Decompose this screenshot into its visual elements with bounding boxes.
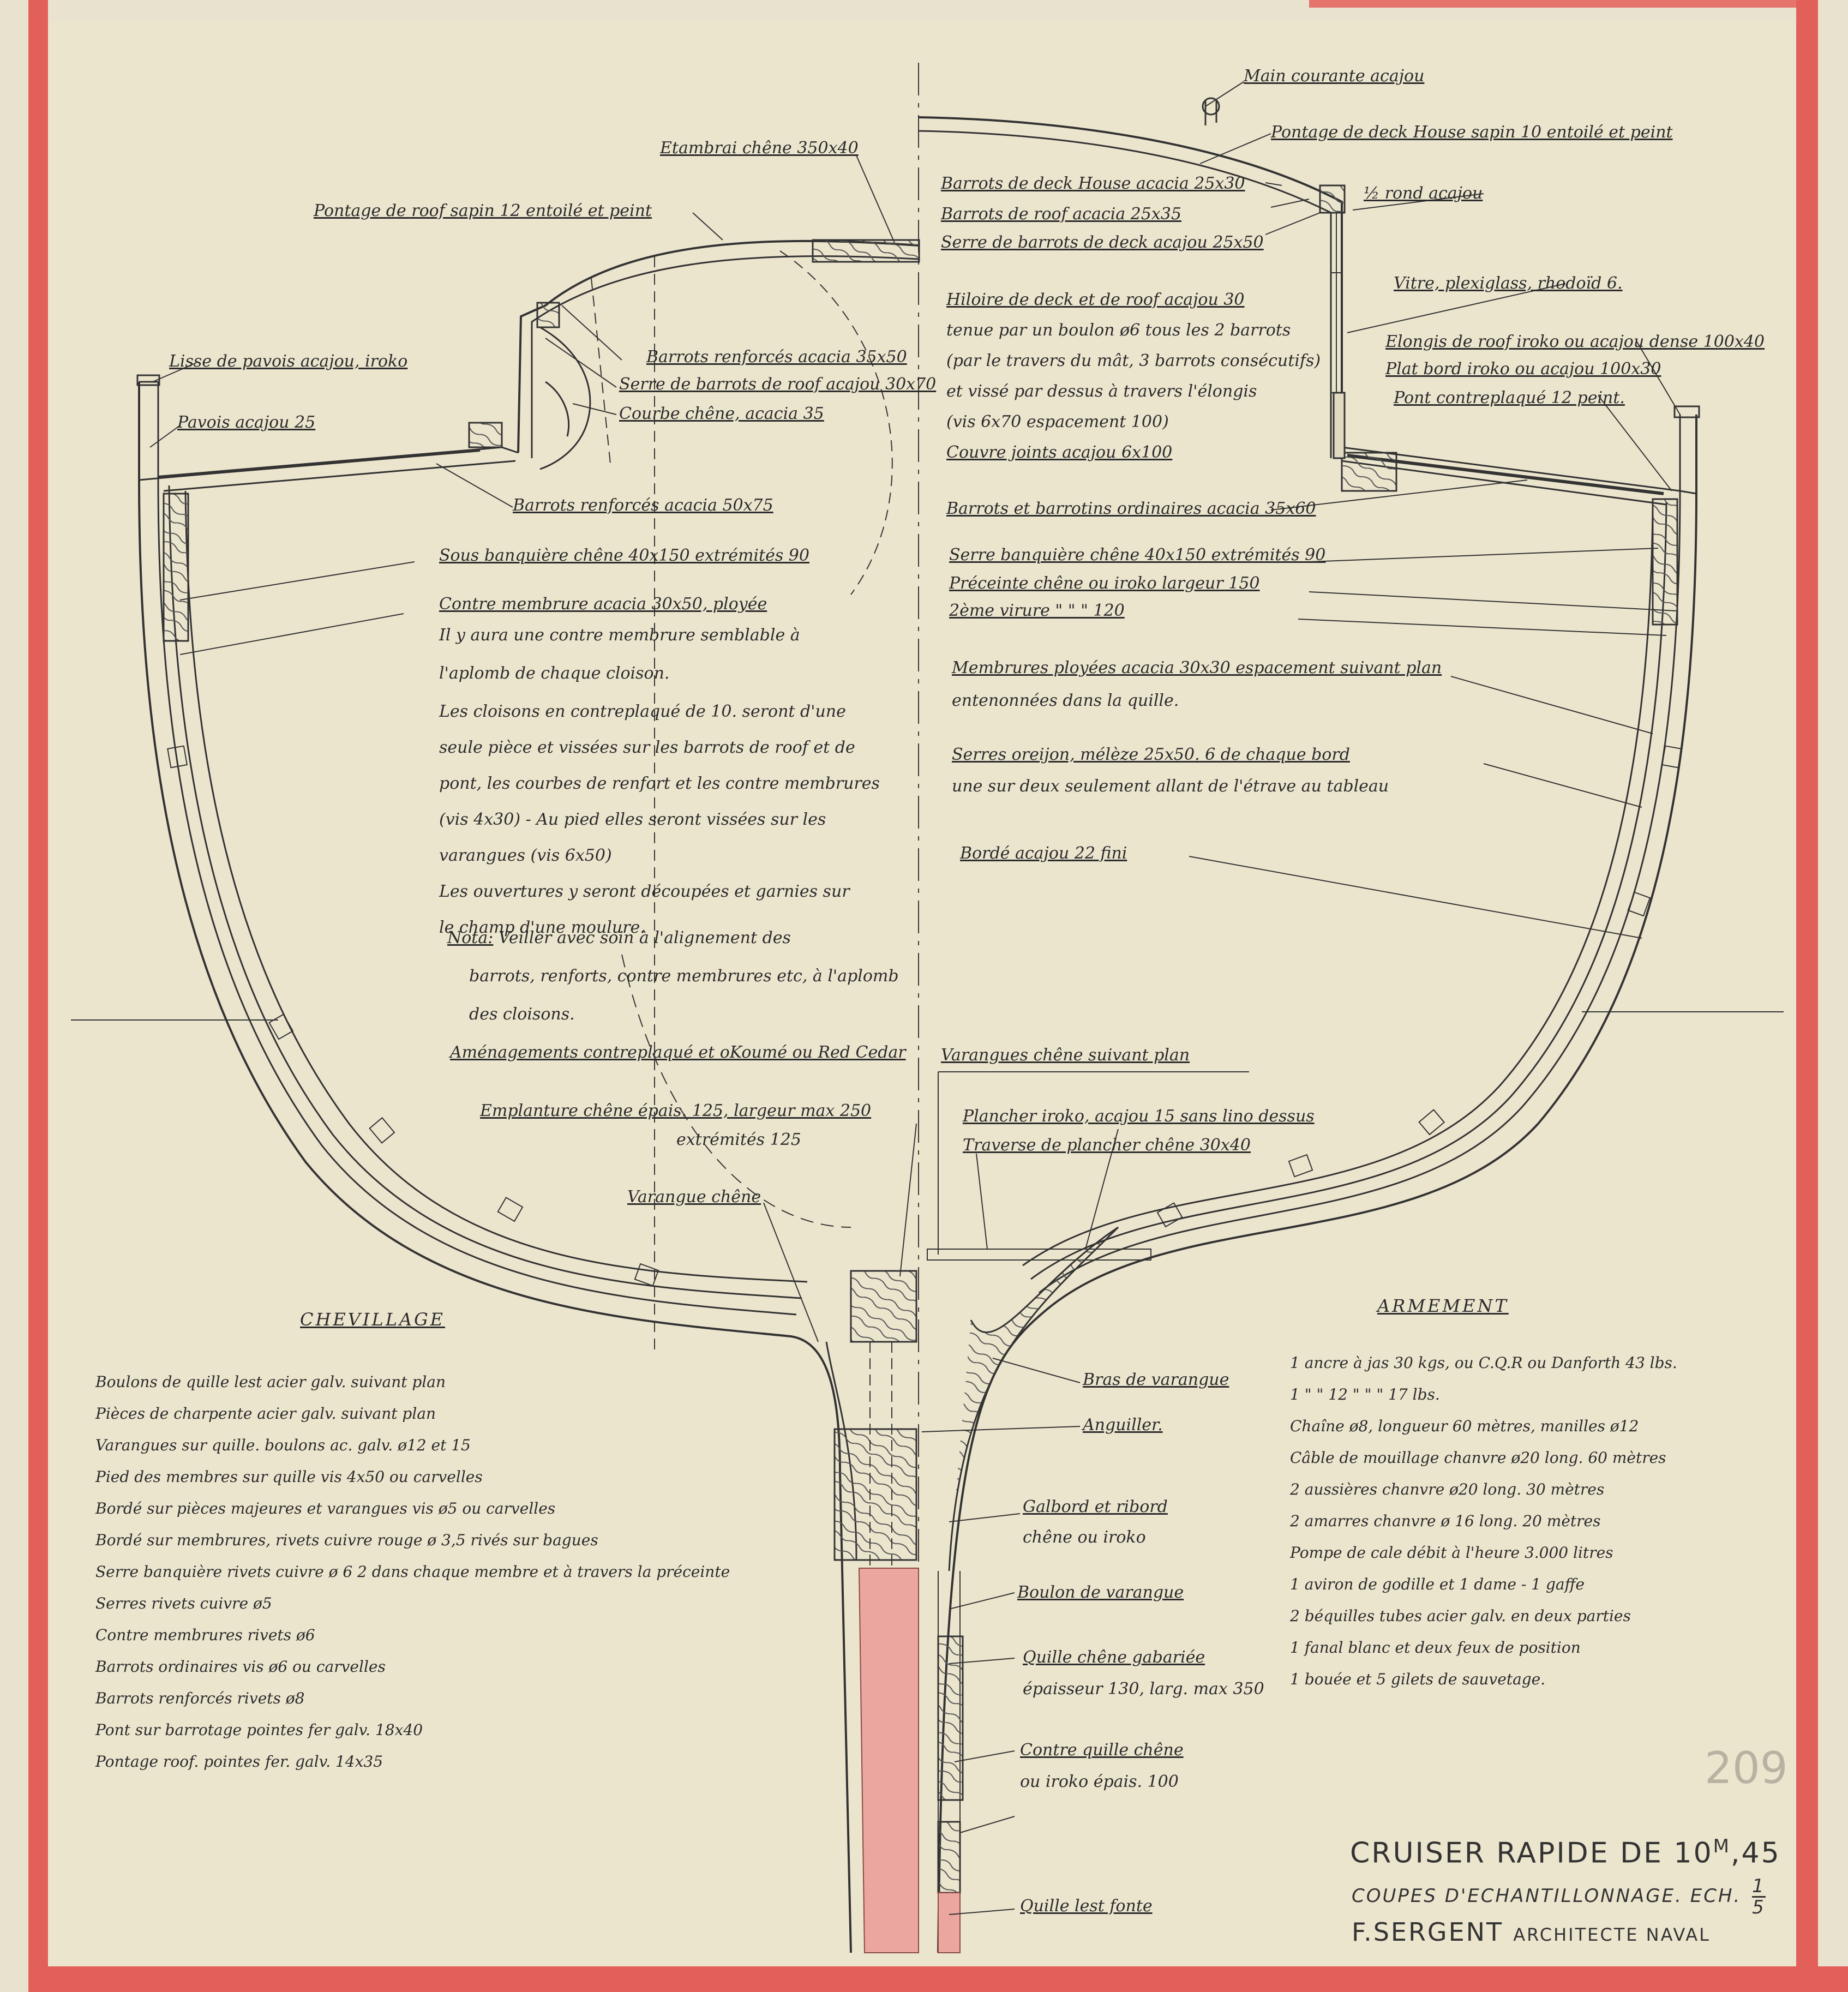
note-membrures: Membrures ployées acacia 30x30 espacemen…: [952, 658, 1442, 710]
label-preceinte: Préceinte chêne ou iroko largeur 150: [949, 574, 1260, 593]
label-barrots-ordinaires: Barrots et barrotins ordinaires acacia 3…: [946, 499, 1316, 518]
label-elongis: Elongis de roof iroko ou acajou dense 10…: [1385, 332, 1765, 351]
list-item: Boulons de quille lest acier galv. suiva…: [95, 1373, 446, 1391]
label-contre-membrure: Contre membrure acacia 30x50, ployée: [439, 595, 767, 614]
label-barrots-renforces-roof: Barrots renforcés acacia 35x50: [646, 347, 907, 367]
list-item: Pontage roof. pointes fer. galv. 14x35: [95, 1753, 383, 1771]
label-lisse-pavois: Lisse de pavois acajou, iroko: [169, 352, 408, 371]
label-serre-banquiere: Serre banquière chêne 40x150 extrémités …: [949, 545, 1326, 565]
list-item: Pompe de cale débit à l'heure 3.000 litr…: [1290, 1544, 1613, 1562]
chevillage-heading: CHEVILLAGE: [300, 1309, 446, 1330]
list-item: 1 aviron de godille et 1 dame - 1 gaffe: [1290, 1575, 1585, 1593]
list-item: Bordé sur pièces majeures et varangues v…: [95, 1499, 556, 1517]
chevillage-list: Boulons de quille lest acier galv. suiva…: [95, 1366, 730, 1778]
pencil-sheet-number: 209: [1705, 1743, 1788, 1793]
list-item: Bordé sur membrures, rivets cuivre rouge…: [95, 1531, 598, 1549]
red-border-left: [28, 0, 48, 1992]
list-item: Serres rivets cuivre ø5: [95, 1594, 272, 1612]
list-item: Varangues sur quille. boulons ac. galv. …: [95, 1436, 471, 1454]
armement-list: 1 ancre à jas 30 kgs, ou C.Q.R ou Danfor…: [1290, 1347, 1677, 1695]
red-border-right: [1796, 0, 1818, 1992]
list-item: Barrots renforcés rivets ø8: [95, 1689, 305, 1707]
label-amenagements: Aménagements contreplaqué et oKoumé ou R…: [450, 1043, 906, 1062]
label-plancher: Plancher iroko, acajou 15 sans lino dess…: [963, 1107, 1315, 1126]
label-traverse: Traverse de plancher chêne 30x40: [963, 1136, 1251, 1155]
ballast-keel-right: [938, 1892, 961, 1953]
list-item: Barrots ordinaires vis ø6 ou carvelles: [95, 1658, 386, 1676]
label-anguiller: Anguiller.: [1083, 1415, 1163, 1435]
nota-block: Nota: Veiller avec soin à l'alignement d…: [447, 928, 899, 1024]
leader-lines: [149, 81, 1681, 1915]
label-sous-banquiere: Sous banquière chêne 40x150 extrémités 9…: [439, 546, 809, 565]
label-varangues: Varangues chêne suivant plan: [941, 1046, 1190, 1065]
ballast-keel-left: [858, 1568, 919, 1953]
list-item: 1 fanal blanc et deux feux de position: [1290, 1639, 1581, 1657]
label-serre-barrots-deck: Serre de barrots de deck acajou 25x50: [941, 233, 1264, 252]
list-item: Chaîne ø8, longueur 60 mètres, manilles …: [1290, 1417, 1639, 1435]
label-barrots-deck-house: Barrots de deck House acacia 25x30: [941, 174, 1245, 193]
nota-title: Nota:: [447, 928, 494, 947]
label-courbe: Courbe chêne, acacia 35: [619, 404, 824, 423]
label-pontage-roof: Pontage de roof sapin 12 entoilé et pein…: [314, 201, 652, 220]
label-pavois: Pavois acajou 25: [177, 413, 316, 432]
label-varangue-chene: Varangue chêne: [627, 1187, 761, 1207]
note-serres: Serres oreijon, mélèze 25x50. 6 de chaqu…: [952, 745, 1389, 796]
list-item: Serre banquière rivets cuivre ø 6 2 dans…: [95, 1563, 730, 1581]
left-hull-section: [136, 239, 920, 1953]
label-serre-barrots-roof: Serre de barrots de roof acajou 30x70: [619, 375, 937, 394]
label-pont: Pont contreplaqué 12 peint.: [1394, 388, 1625, 407]
list-item: Contre membrures rivets ø6: [95, 1626, 315, 1644]
list-item: 2 béquilles tubes acier galv. en deux pa…: [1290, 1607, 1631, 1625]
label-bras-varangue: Bras de varangue: [1083, 1370, 1229, 1389]
label-virure-2: 2ème virure " " " 120: [949, 601, 1125, 620]
note-contre-quille: Contre quille chêne ou iroko épais. 100: [1020, 1741, 1184, 1791]
label-boulon-varangue: Boulon de varangue: [1017, 1583, 1184, 1602]
list-item: Pièces de charpente acier galv. suivant …: [95, 1405, 436, 1423]
title-block-title: CRUISER RAPIDE DE 10M,45: [1350, 1835, 1781, 1870]
note-hiloire: Hiloire de deck et de roof acajou 30 ten…: [946, 290, 1321, 431]
list-item: 1 " " 12 " " " 17 lbs.: [1290, 1385, 1440, 1403]
title-block-architect: F.SERGENT ARCHITECTE NAVAL: [1352, 1917, 1711, 1947]
note-contre-membrure: Il y aura une contre membrure semblable …: [439, 626, 800, 683]
label-borde: Bordé acajou 22 fini: [960, 844, 1127, 863]
list-item: 2 aussières chanvre ø20 long. 30 mètres: [1290, 1480, 1605, 1498]
label-etambrai: Etambrai chêne 350x40: [660, 139, 859, 158]
drawing-sheet: [48, 22, 1796, 1966]
label-barrots-renforces: Barrots renforcés acacia 50x75: [513, 496, 773, 515]
title-block-subtitle: COUPES D'ECHANTILLONNAGE. ECH. 1 5: [1352, 1875, 1766, 1918]
list-item: 1 ancre à jas 30 kgs, ou C.Q.R ou Danfor…: [1290, 1354, 1677, 1372]
label-demi-rond: ½ rond acajou: [1364, 184, 1483, 203]
label-main-courante: Main courante acajou: [1244, 67, 1425, 86]
right-hull-section: [918, 97, 1700, 1953]
label-quille-lest: Quille lest fonte: [1020, 1897, 1153, 1916]
list-item: Pont sur barrotage pointes fer galv. 18x…: [95, 1721, 423, 1739]
label-vitre: Vitre, plexiglass, rhodoïd 6.: [1394, 274, 1623, 293]
label-emplanture-2: extrémités 125: [676, 1130, 801, 1149]
red-border-top-strip: [1309, 0, 1800, 8]
label-pontage-deck-house: Pontage de deck House sapin 10 entoilé e…: [1271, 123, 1673, 142]
label-plat-bord: Plat bord iroko ou acajou 100x30: [1385, 359, 1661, 379]
label-barrots-roof: Barrots de roof acacia 25x35: [941, 205, 1181, 224]
label-emplanture: Emplanture chêne épais. 125, largeur max…: [480, 1101, 872, 1120]
list-item: Pied des membres sur quille vis 4x50 ou …: [95, 1468, 483, 1486]
list-item: Câble de mouillage chanvre ø20 long. 60 …: [1290, 1449, 1666, 1467]
armement-heading: ARMEMENT: [1377, 1295, 1509, 1316]
list-item: 1 bouée et 5 gilets de sauvetage.: [1290, 1670, 1546, 1688]
label-couvre-joints: Couvre joints acajou 6x100: [946, 443, 1173, 462]
note-cloisons: Les cloisons en contreplaqué de 10. sero…: [439, 702, 880, 937]
note-quille: Quille chêne gabariée épaisseur 130, lar…: [1023, 1648, 1264, 1699]
red-border-bottom: [28, 1966, 1848, 1992]
scale-numerator: 1: [1752, 1875, 1766, 1898]
scale-denominator: 5: [1752, 1897, 1766, 1918]
note-galbord: Galbord et ribord chêne ou iroko: [1023, 1497, 1168, 1547]
list-item: 2 amarres chanvre ø 16 long. 20 mètres: [1290, 1512, 1601, 1530]
